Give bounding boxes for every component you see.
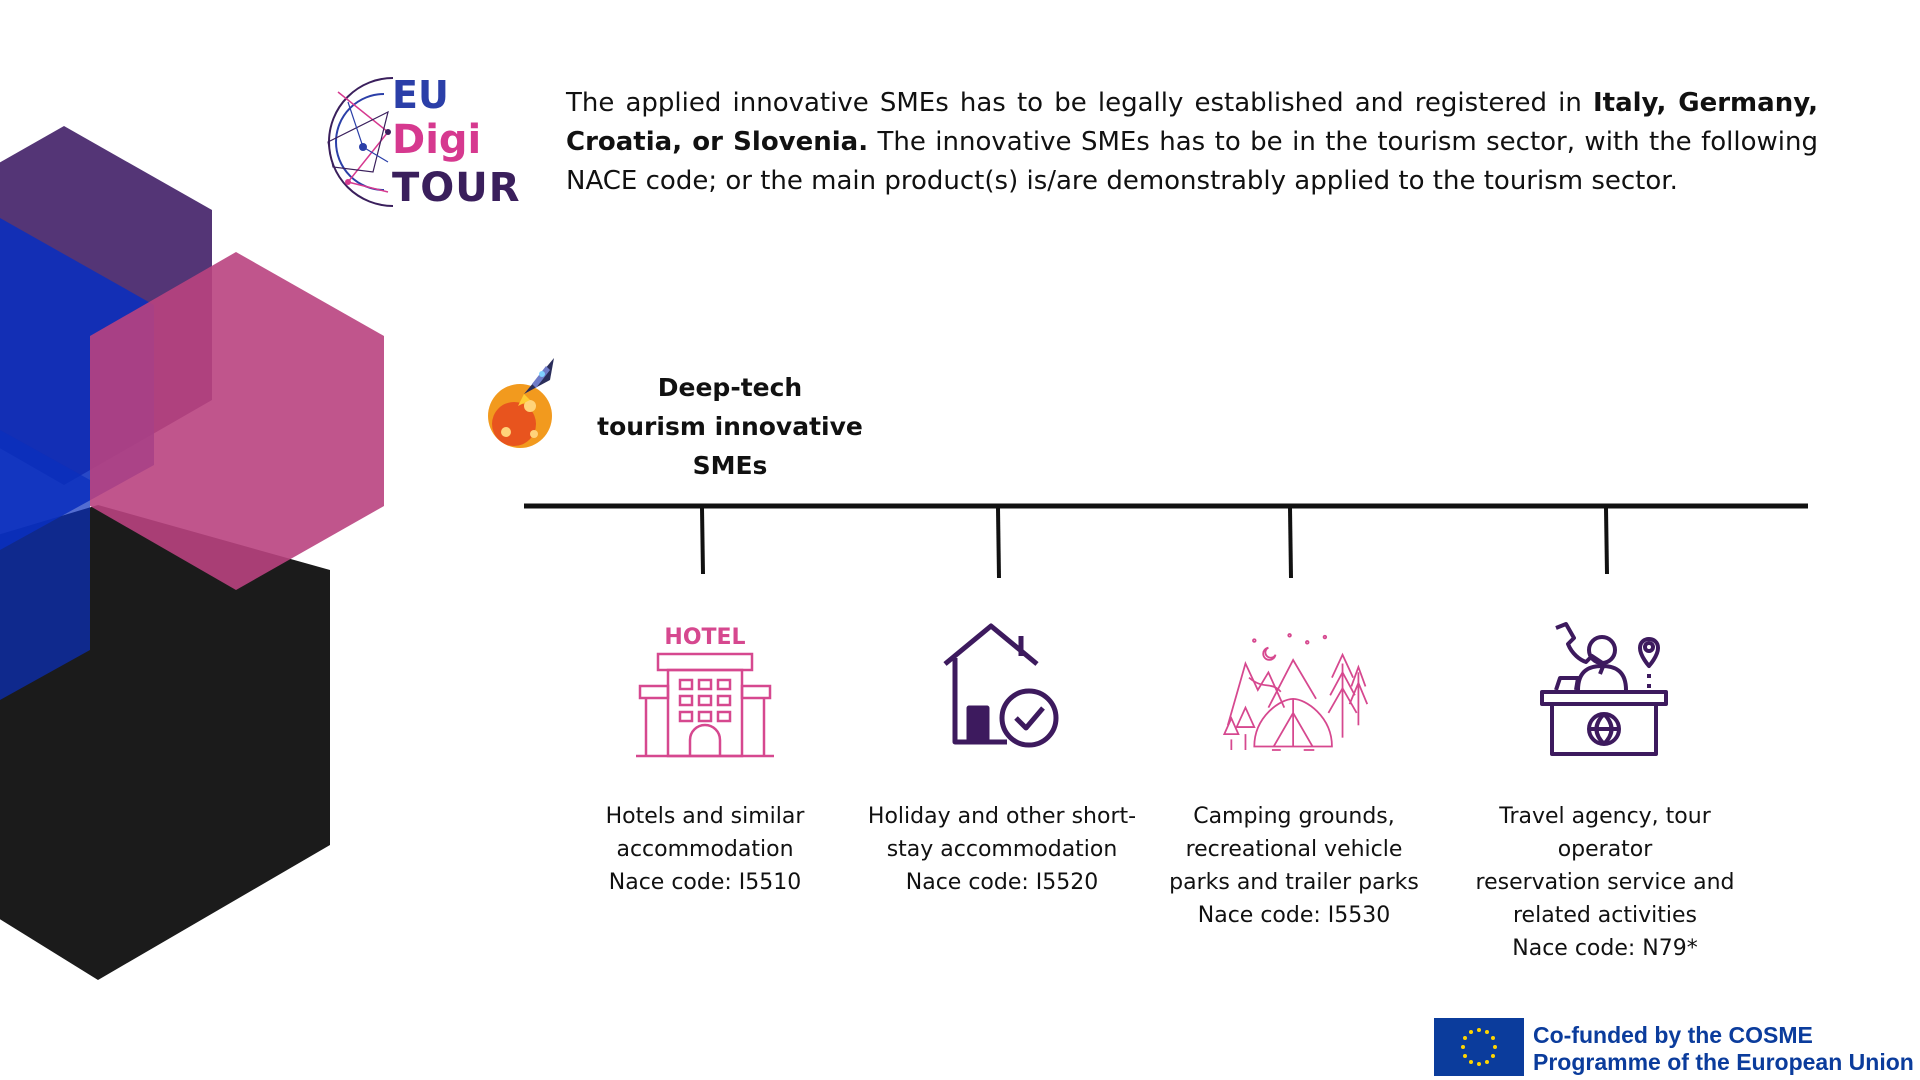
hotel-sign-text: HOTEL (664, 625, 745, 650)
house-check-icon (943, 623, 1059, 748)
eu-flag-icon (1434, 1018, 1524, 1076)
label-line: related activities (1513, 903, 1697, 928)
label-line: Camping grounds, (1193, 804, 1395, 829)
deeptech-line-1: Deep-tech (657, 373, 803, 402)
timeline-tick-3 (1288, 507, 1293, 579)
category-travel-agency: Travel agency, tour operator reservation… (1455, 620, 1755, 965)
timeline-tick-1 (700, 507, 705, 575)
nace-code: Nace code: I5520 (905, 870, 1099, 895)
eu-flag-stars (1461, 1028, 1497, 1066)
nace-code: Nace code: I5510 (608, 870, 802, 895)
label-line: accommodation (616, 837, 794, 862)
intro-paragraph: The applied innovative SMEs has to be le… (566, 84, 1818, 201)
logo-text-eu: EU (392, 73, 449, 117)
label-line: reservation service and (1475, 870, 1735, 895)
category-label: Holiday and other short- stay accommodat… (852, 800, 1152, 899)
label-line: Travel agency, tour operator (1499, 804, 1711, 862)
decorative-hexagons (0, 126, 384, 980)
category-holiday-accommodation: Holiday and other short- stay accommodat… (852, 620, 1152, 899)
cofunded-line-1: Co-funded by the COSME (1533, 1022, 1813, 1048)
logo-text-tour: TOUR (392, 165, 521, 211)
label-line: Holiday and other short- (867, 804, 1137, 829)
rocket-moon-icon (488, 358, 554, 448)
category-hotels: HOTEL Hotels and similar accommodation N… (555, 620, 855, 899)
cofunded-text: Co-funded by the COSME Programme of the … (1533, 1022, 1914, 1076)
intro-text-1: The applied innovative SMEs has to be le… (566, 88, 1593, 118)
hexagon-blue-lower (0, 430, 90, 700)
nace-code: Nace code: I5530 (1197, 903, 1391, 928)
logo-text-digi: Digi (392, 117, 482, 163)
hexagon-pink (90, 252, 384, 590)
category-timeline (524, 503, 1808, 579)
camping-icon (1222, 633, 1369, 751)
label-line: stay accommodation (886, 837, 1118, 862)
category-label: Camping grounds, recreational vehicle pa… (1144, 800, 1444, 932)
hotel-icon: HOTEL (636, 625, 774, 758)
nace-code: Nace code: N79* (1512, 936, 1698, 961)
category-label: Travel agency, tour operator reservation… (1455, 800, 1755, 965)
label-line: recreational vehicle (1185, 837, 1403, 862)
category-camping: Camping grounds, recreational vehicle pa… (1144, 620, 1444, 932)
travel-agency-icon (1540, 622, 1668, 756)
deeptech-line-2: tourism innovative SMEs (597, 412, 863, 480)
category-label: Hotels and similar accommodation Nace co… (555, 800, 855, 899)
cofunded-line-2: Programme of the European Union (1533, 1049, 1914, 1075)
eu-digitour-logo: EU Digi TOUR (318, 72, 521, 212)
globe-icon (327, 77, 394, 207)
intro-countries: Italy, Germany, Croatia, or Slovenia. (566, 88, 1819, 157)
timeline-tick-2 (996, 507, 1001, 579)
deeptech-heading: Deep-tech tourism innovative SMEs (570, 368, 890, 485)
intro-text-2: The innovative SMEs has to be in the tou… (566, 127, 1818, 196)
timeline-tick-4 (1604, 507, 1609, 575)
label-line: parks and trailer parks (1169, 870, 1419, 895)
label-line: Hotels and similar (605, 804, 805, 829)
